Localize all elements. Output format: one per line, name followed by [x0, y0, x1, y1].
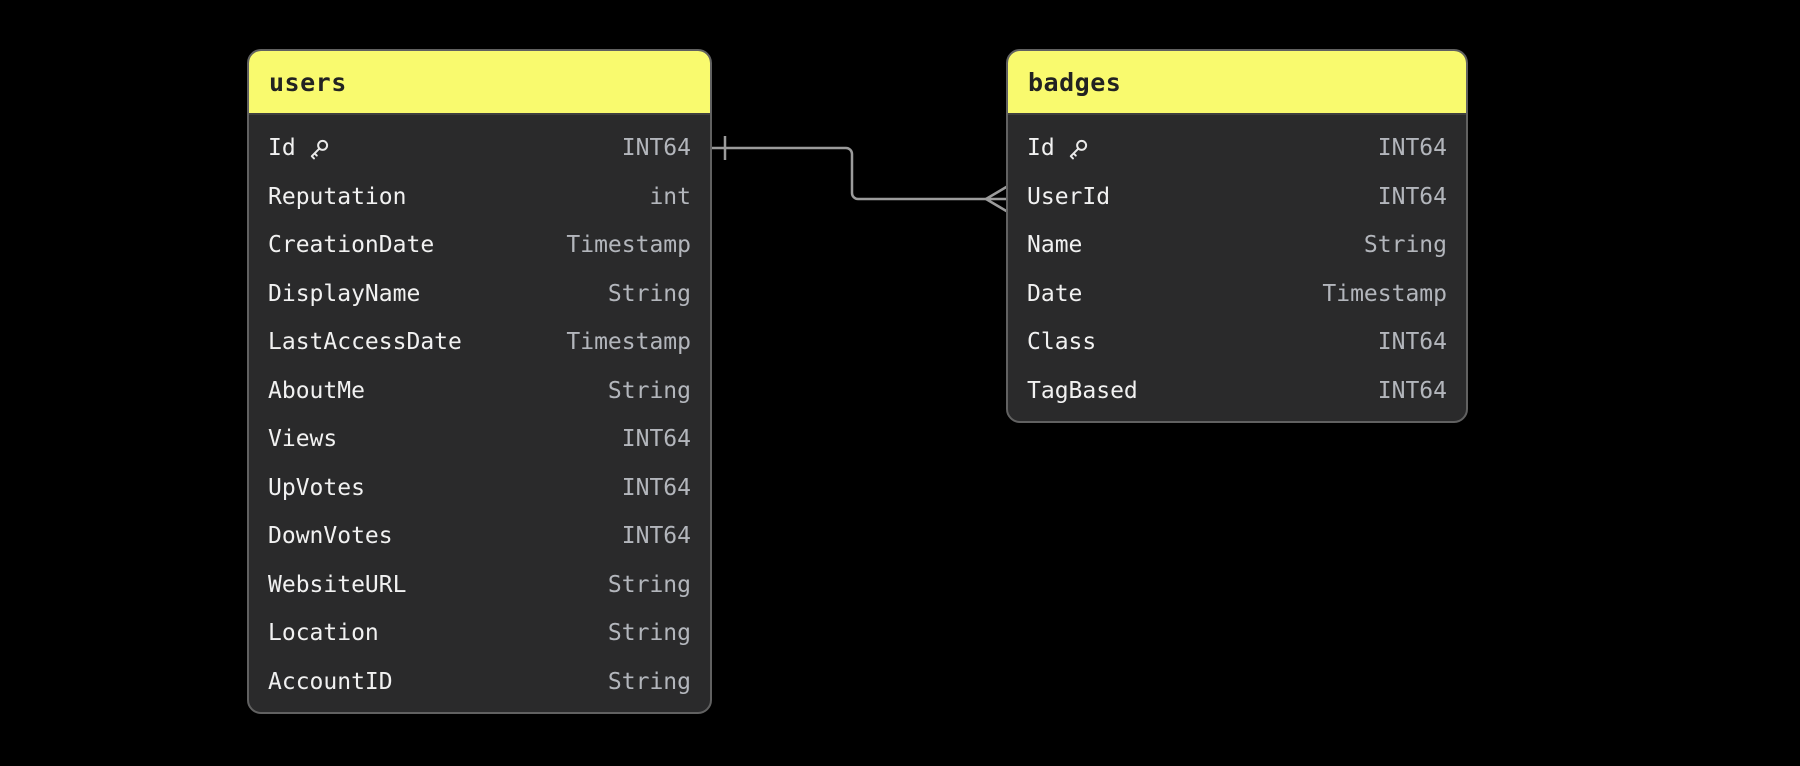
key-icon: [1069, 139, 1087, 160]
key-icon: [310, 139, 328, 160]
table-row-reputation[interactable]: Reputation int: [249, 173, 710, 222]
column-name-text: AccountID: [268, 668, 393, 695]
column-name: UpVotes: [268, 475, 365, 501]
column-type: INT64: [1377, 135, 1447, 162]
column-type: Timestamp: [1322, 280, 1447, 307]
table-row-displayname[interactable]: DisplayName String: [249, 270, 710, 319]
table-row-location[interactable]: Location String: [249, 609, 710, 658]
table-badges-body: Id INT64 UserId INT64 Name String: [1008, 115, 1466, 421]
column-name: LastAccessDate: [268, 329, 462, 355]
table-row-aboutme[interactable]: AboutMe String: [249, 367, 710, 416]
table-row-id[interactable]: Id INT64: [249, 124, 710, 173]
table-users-title: users: [269, 67, 347, 97]
column-type: String: [607, 280, 691, 307]
column-name-text: WebsiteURL: [268, 571, 407, 598]
column-name-text: UpVotes: [268, 474, 365, 501]
column-type: String: [607, 377, 691, 404]
table-row-accountid[interactable]: AccountID String: [249, 658, 710, 707]
table-row-downvotes[interactable]: DownVotes INT64: [249, 512, 710, 561]
column-type: INT64: [621, 523, 691, 550]
column-name-text: Views: [268, 426, 338, 453]
column-name-text: Reputation: [268, 183, 407, 210]
column-name-text: TagBased: [1027, 377, 1138, 404]
column-name-text: CreationDate: [268, 232, 435, 259]
table-users-body: Id INT64 Reputation int CreationDate: [249, 115, 710, 712]
column-name-text: Date: [1027, 280, 1083, 307]
table-row-tagbased[interactable]: TagBased INT64: [1008, 367, 1466, 416]
column-type: INT64: [621, 474, 691, 501]
column-type: INT64: [1377, 183, 1447, 210]
column-name: AccountID: [268, 669, 393, 695]
connector-line: [712, 146, 986, 201]
column-type: String: [607, 620, 691, 647]
column-name: Class: [1027, 329, 1096, 355]
table-badges[interactable]: badges Id INT64 UserId INT64: [1006, 49, 1468, 423]
column-name: Location: [268, 620, 379, 646]
table-row-views[interactable]: Views INT64: [249, 415, 710, 464]
table-row-websiteurl[interactable]: WebsiteURL String: [249, 561, 710, 610]
table-row-lastaccessdate[interactable]: LastAccessDate Timestamp: [249, 318, 710, 367]
column-name: Views: [268, 426, 337, 452]
column-type: String: [1363, 232, 1447, 259]
column-type: INT64: [1377, 377, 1447, 404]
column-name-text: Id: [268, 135, 296, 162]
column-name-text: DisplayName: [268, 280, 421, 307]
column-name-text: UserId: [1027, 183, 1111, 210]
table-row-class[interactable]: Class INT64: [1008, 318, 1466, 367]
column-type: String: [607, 668, 691, 695]
column-type: String: [607, 571, 691, 598]
table-row-upvotes[interactable]: UpVotes INT64: [249, 464, 710, 513]
column-name: DisplayName: [268, 281, 420, 307]
column-name-text: Location: [268, 620, 379, 647]
column-name: Reputation: [268, 184, 406, 210]
column-name: Name: [1027, 232, 1082, 258]
column-name: Date: [1027, 281, 1082, 307]
column-name: Id: [1027, 135, 1091, 161]
column-name: DownVotes: [268, 523, 393, 549]
column-name-text: Id: [1027, 135, 1055, 162]
table-row-name[interactable]: Name String: [1008, 221, 1466, 270]
column-name-text: Class: [1027, 329, 1097, 356]
column-name-text: DownVotes: [268, 523, 393, 550]
column-name: CreationDate: [268, 232, 434, 258]
column-name: AboutMe: [268, 378, 365, 404]
column-type: Timestamp: [566, 329, 691, 356]
column-name: Id: [268, 135, 332, 161]
column-name: TagBased: [1027, 378, 1138, 404]
column-type: INT64: [621, 426, 691, 453]
column-name: WebsiteURL: [268, 572, 406, 598]
table-badges-header[interactable]: badges: [1008, 51, 1466, 115]
table-row-userid[interactable]: UserId INT64: [1008, 173, 1466, 222]
column-type: INT64: [1377, 329, 1447, 356]
table-users-header[interactable]: users: [249, 51, 710, 115]
table-row-id[interactable]: Id INT64: [1008, 124, 1466, 173]
column-name-text: Name: [1027, 232, 1083, 259]
column-name-text: LastAccessDate: [268, 329, 462, 356]
column-type: Timestamp: [566, 232, 691, 259]
table-row-date[interactable]: Date Timestamp: [1008, 270, 1466, 319]
column-type: INT64: [621, 135, 691, 162]
column-name: UserId: [1027, 184, 1110, 210]
column-name-text: AboutMe: [268, 377, 365, 404]
table-badges-title: badges: [1028, 67, 1122, 97]
column-type: int: [649, 183, 691, 210]
table-row-creationdate[interactable]: CreationDate Timestamp: [249, 221, 710, 270]
cardinality-many-marker: [984, 184, 1010, 214]
table-users[interactable]: users Id INT64 Reputation int: [247, 49, 712, 714]
